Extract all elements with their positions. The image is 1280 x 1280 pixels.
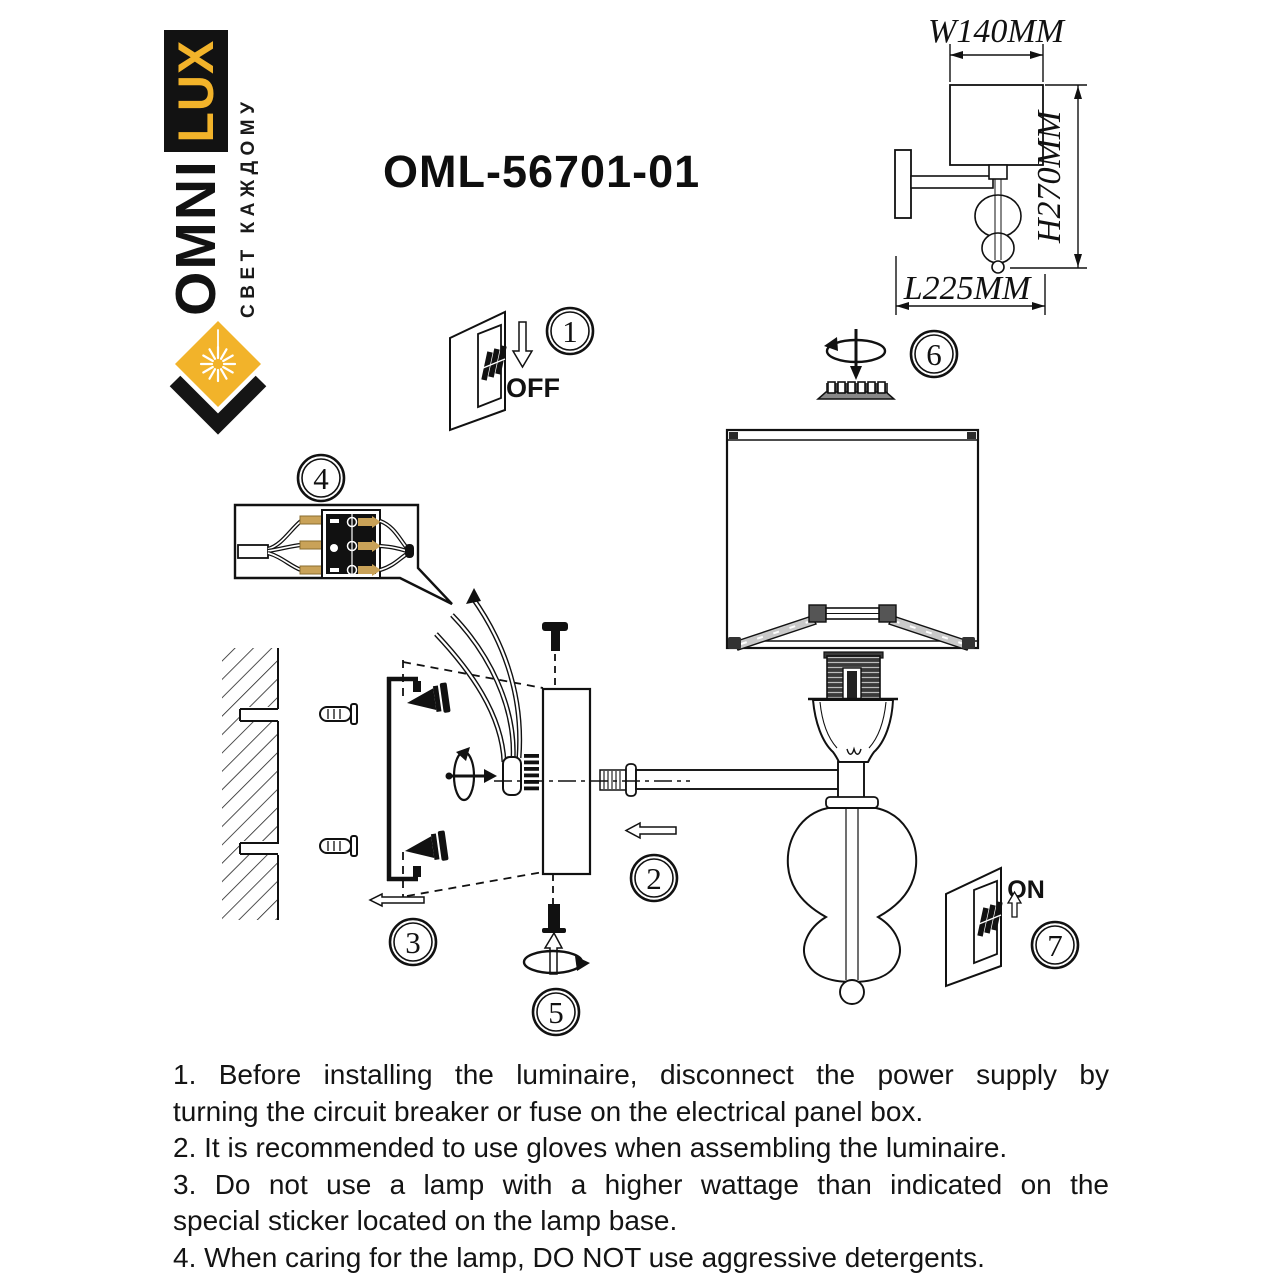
electrical-panel-box-icon (946, 868, 1001, 986)
up-arrow-icon (543, 931, 564, 975)
wire-ferrule (299, 540, 323, 550)
terminal-screw (358, 518, 372, 526)
instruction-text: 1. Before installing the luminaire, disc… (173, 1057, 1109, 1277)
instruction-line: 2. It is recommended to use gloves when … (173, 1132, 1008, 1164)
instruction-line: 4. When caring for the lamp, DO NOT use … (173, 1241, 985, 1273)
lamp-arm (635, 769, 843, 790)
wall-section (222, 648, 280, 920)
step-badge-4: 4 (296, 453, 346, 503)
dimension-drawing: W140MM H270MM L225MM (894, 13, 1087, 315)
step4-wiring-callout: 4 (233, 453, 453, 606)
length-dimension-label: L225MM (903, 270, 1032, 307)
supply-wires (434, 588, 523, 763)
lamp-assembly (599, 428, 980, 1005)
arm-column (837, 761, 865, 801)
logo-starburst (199, 329, 237, 383)
step-badge-2: 2 (629, 853, 679, 903)
step2-attach-arm: 2 (624, 821, 679, 903)
mounting-screw-icon (402, 830, 449, 866)
instruction-line: special sticker located on the lamp base… (173, 1205, 678, 1237)
svg-text:2: 2 (646, 861, 662, 896)
svg-text:1: 1 (562, 314, 578, 349)
up-arrow-icon (1006, 890, 1023, 918)
backplate-assembly (445, 622, 690, 933)
step1-power-off: OFF 1 (450, 306, 595, 430)
finial-ball (839, 979, 865, 1005)
model-number-title: OML-56701-01 (383, 146, 701, 197)
cable-end (237, 544, 269, 559)
step-badge-1: 1 (545, 306, 595, 356)
svg-text:5: 5 (548, 995, 564, 1030)
off-label: OFF (506, 373, 560, 403)
left-arrow-icon (624, 821, 677, 840)
step-badge-7: 7 (1030, 920, 1080, 970)
svg-text:3: 3 (405, 925, 421, 960)
rotation-arrowhead (824, 337, 838, 351)
instruction-line: 3. Do not use a lamp with a higher watta… (173, 1168, 1109, 1200)
svg-text:6: 6 (926, 337, 942, 372)
mini-wall-plate (894, 149, 912, 219)
rotation-arrowhead (575, 956, 590, 971)
step-badge-6: 6 (909, 329, 959, 379)
terminal-screw (358, 566, 372, 574)
height-dimension-label: H270MM (1031, 109, 1068, 244)
step-badge-5: 5 (531, 987, 581, 1037)
step5-screw-rotation: 5 (522, 931, 590, 1037)
dowel-icon (319, 838, 352, 854)
ring-nut-icon (826, 383, 888, 393)
glass-body (786, 807, 918, 984)
logo-diamond (175, 321, 261, 407)
step7-power-on: ON 7 (946, 868, 1080, 986)
step-badge-3: 3 (388, 917, 438, 967)
top-screw-icon (542, 622, 568, 631)
wall-hatching (222, 648, 278, 920)
width-dimension-label: W140MM (928, 13, 1066, 50)
bottom-screw-icon (548, 904, 560, 930)
instruction-line: turning the circuit breaker or fuse on t… (173, 1095, 924, 1127)
electrical-panel-box-icon (450, 312, 505, 430)
svg-text:7: 7 (1047, 928, 1063, 963)
terminal-screw (358, 542, 372, 550)
wire-ferrule (299, 565, 323, 575)
wall-anchors (319, 703, 358, 857)
screw-rotation-icon (445, 747, 497, 802)
shade-hub (808, 604, 827, 623)
mini-shade (949, 84, 1044, 166)
down-arrow-icon (511, 321, 534, 369)
logo-chevron (169, 375, 267, 435)
dowel-icon (319, 706, 352, 722)
left-arrow-icon (368, 892, 425, 908)
svg-text:4: 4 (313, 461, 329, 496)
strain-relief (502, 756, 522, 796)
mounting-screw-icon (404, 682, 451, 718)
step6-ring-nut: 6 (816, 329, 959, 400)
wire-ferrule (299, 515, 323, 525)
instruction-line: 1. Before installing the luminaire, disc… (173, 1059, 1109, 1090)
mini-arm (910, 175, 994, 189)
brand-diamond-logo (169, 321, 267, 435)
shade-holder-cup (811, 699, 895, 763)
wire-arrowhead (466, 588, 481, 604)
step3-mounting-bracket: 3 (368, 660, 544, 967)
